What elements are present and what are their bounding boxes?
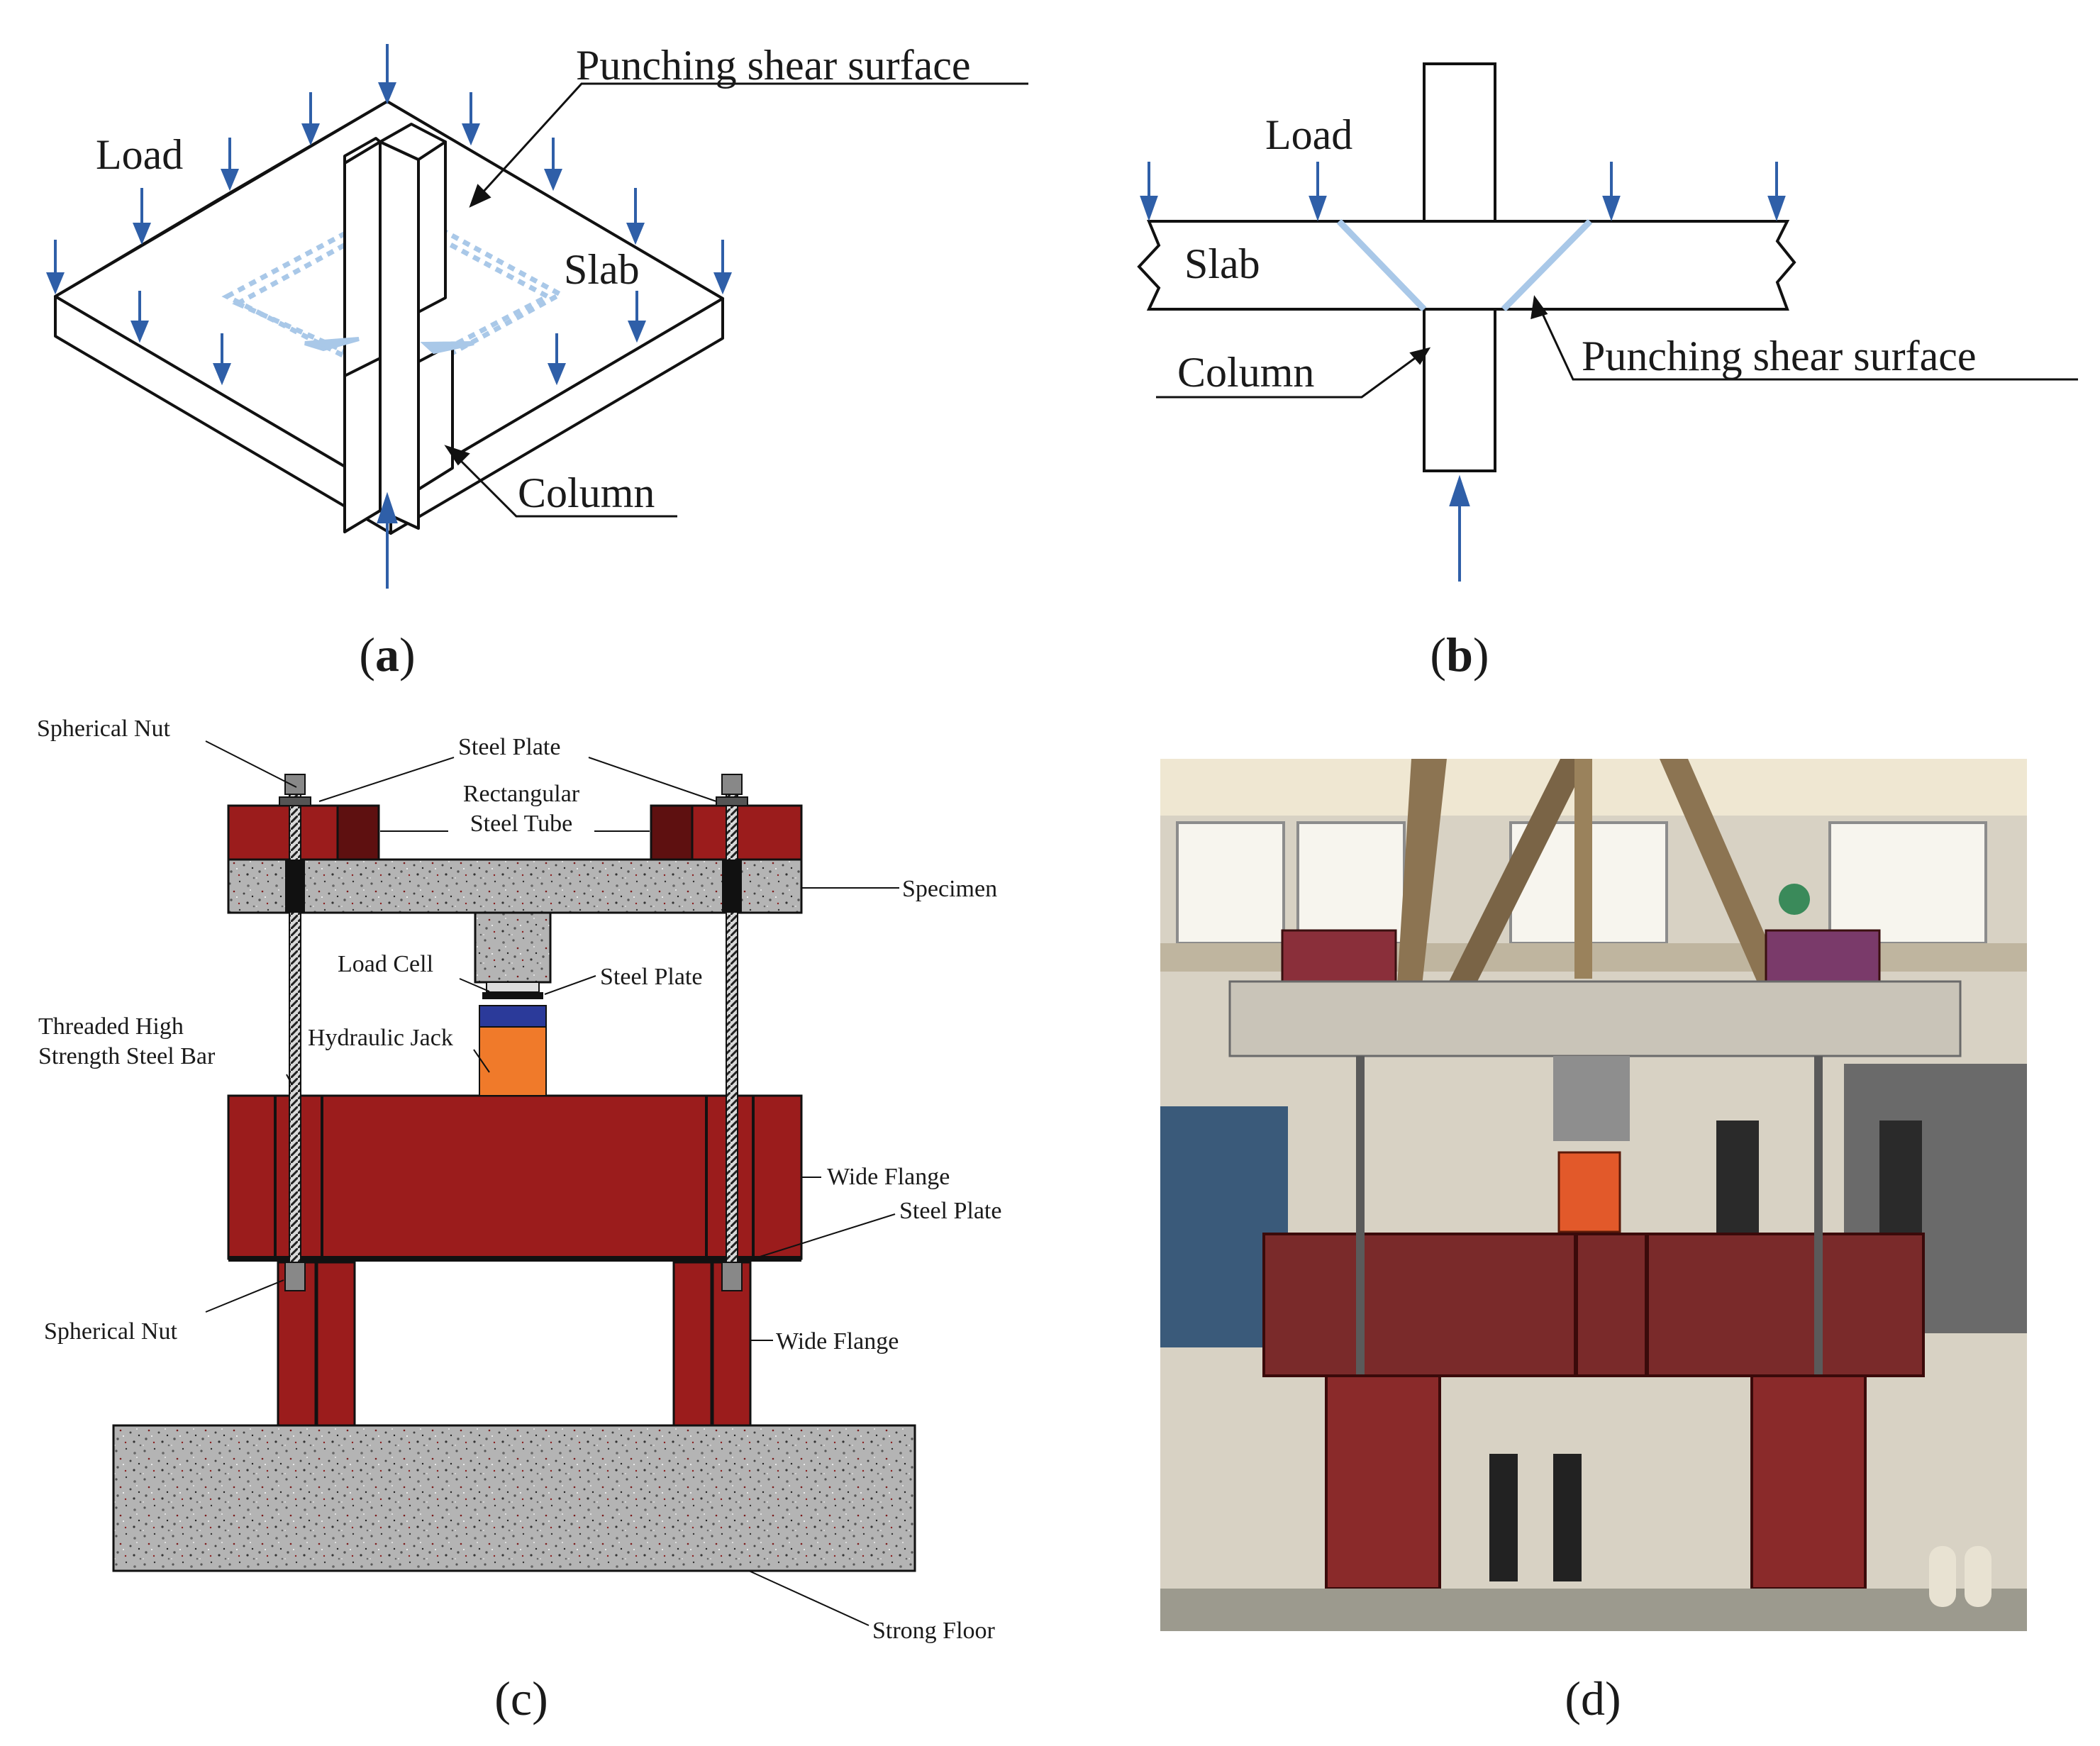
leaders-a [444,82,1028,518]
labels-c: Spherical Nut Steel Plate Rectangular St… [37,716,1001,1644]
column-upper-b [1423,62,1496,223]
label-strong-floor: Strong Floor [872,1618,996,1644]
panel-d-photo [1160,759,2027,1631]
label-threaded-2: Strength Steel Bar [38,1043,216,1069]
strong-floor [112,1424,916,1572]
panel-c: Spherical Nut Steel Plate Rectangular St… [37,716,1001,1725]
label-punching-a: Punching shear surface [576,42,970,89]
hydraulic-jack [479,1026,547,1096]
label-steel-plate-low: Steel Plate [899,1198,1001,1224]
label-rect-tube-1: Rectangular [463,781,580,807]
label-rect-tube-2: Steel Tube [470,811,573,837]
shear-line-left-b [1336,218,1427,312]
label-steel-plate-top: Steel Plate [458,734,560,760]
label-column-b: Column [1177,349,1314,396]
shear-line-right-b [1501,218,1593,312]
caption-a: (a) [359,628,415,682]
rect-tube-left [336,804,380,861]
label-wide-flange-top: Wide Flange [827,1164,950,1190]
load-cell [486,982,540,993]
column-3d [343,123,454,533]
caption-d: (d) [1565,1672,1621,1725]
label-wide-flange-low: Wide Flange [776,1328,899,1355]
label-load-cell: Load Cell [338,951,433,977]
panel-a: Punching shear surface Load Slab Column … [46,42,1028,682]
slab-b [1137,220,1796,311]
shear-wedge-left [304,337,360,352]
label-load-b: Load [1265,111,1352,158]
caption-b: (b) [1430,628,1489,682]
spherical-nut-top-right [721,774,743,795]
label-steel-plate-mid: Steel Plate [600,964,702,990]
wide-flange-upper [227,1094,803,1260]
label-threaded-1: Threaded High [38,1013,184,1040]
spherical-nut-low-right [721,1262,743,1291]
spherical-nut-low-left [284,1262,306,1291]
shear-wedge-right [420,341,474,355]
load-column [474,911,552,984]
panel-b: Load Slab Column Punching shear surface … [1137,62,2078,682]
label-hydraulic-jack: Hydraulic Jack [308,1025,453,1051]
label-slab-b: Slab [1184,240,1260,287]
leaders-c [205,740,899,1626]
specimen [227,858,803,914]
label-specimen: Specimen [902,876,997,902]
label-spherical-nut-top: Spherical Nut [37,716,170,742]
column-lower-b [1423,308,1496,472]
load-arrows-b [1140,162,1786,582]
steel-plate-mid [482,992,543,999]
load-arrows-a [46,44,732,589]
leaders-b [1156,295,2078,399]
jack-cap [479,1005,547,1028]
label-column-a: Column [518,469,655,516]
label-punching-b: Punching shear surface [1582,333,1976,379]
label-spherical-nut-low: Spherical Nut [44,1318,177,1345]
spherical-nut-top-left [284,774,306,795]
label-load-a: Load [96,131,183,178]
label-slab-a: Slab [564,246,640,293]
rect-tube-right [650,804,694,861]
caption-c: (c) [494,1672,548,1725]
